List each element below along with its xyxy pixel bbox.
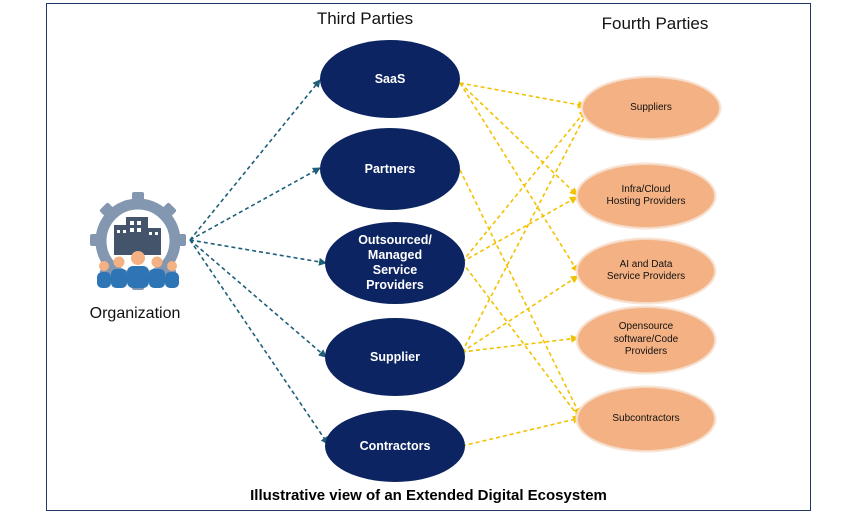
third-party-contractors: Contractors (325, 410, 465, 482)
outsourced-to-suppliers-edge (461, 109, 587, 263)
diagram-frame (46, 3, 811, 511)
third-party-partners: Partners (320, 128, 460, 210)
organization-gear-icon (90, 192, 186, 290)
third-party-supplier: Supplier (325, 318, 465, 396)
third-party-saas: SaaS (320, 40, 460, 118)
third-party-outsourced-msp: Outsourced/ Managed Service Providers (325, 222, 465, 304)
outsourced-to-subcontractors-edge (461, 261, 582, 421)
saas-to-ai-edge (459, 82, 579, 273)
diagram-caption: Illustrative view of an Extended Digital… (250, 487, 607, 504)
fourth-parties-header: Fourth Parties (601, 14, 709, 33)
org-to-partners-edge (189, 167, 321, 241)
fourth-party-suppliers: Suppliers (582, 77, 720, 139)
fourth-party-opensource: Opensource software/Code Providers (577, 307, 715, 373)
fourth-party-infra-cloud: Infra/Cloud Hosting Providers (577, 164, 715, 228)
org-to-saas-edge (189, 79, 321, 241)
supplier-to-opensource-edge (461, 334, 579, 353)
saas-to-suppliers-edge (459, 82, 586, 109)
outsourced-to-infra-edge (461, 196, 578, 263)
org-to-supplier-edge (189, 239, 327, 358)
supplier-to-suppliers-edge (461, 111, 588, 353)
supplier-to-ai-edge (461, 275, 579, 353)
third-parties-header: Third Parties (316, 9, 414, 28)
organization-label: Organization (89, 305, 181, 322)
partners-to-subcontractors-edge (459, 169, 581, 416)
org-to-outsourced-edge (189, 239, 327, 266)
fourth-party-ai-data: AI and Data Service Providers (577, 239, 715, 303)
fourth-party-subcontractors: Subcontractors (577, 387, 715, 451)
saas-to-infra-edge (459, 82, 578, 196)
contractors-to-subcontractors-edge (461, 415, 581, 447)
org-to-contractors-edge (189, 239, 329, 445)
